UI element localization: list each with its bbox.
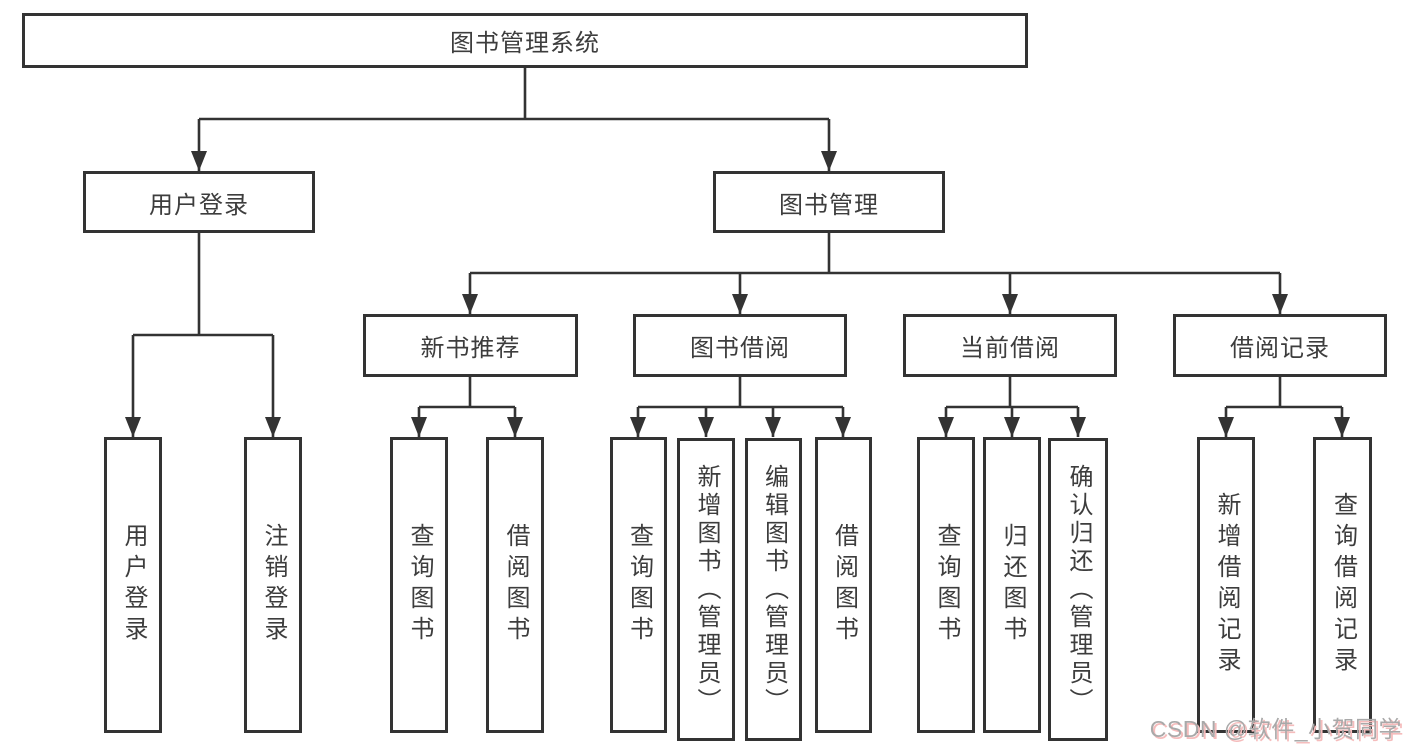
arrowhead-icon <box>821 151 837 171</box>
leaf-query-books-1: 查询图书 <box>390 437 448 733</box>
leaf-user-login-label: 用户登录 <box>120 523 147 647</box>
leaf-query-books-1-label: 查询图书 <box>406 523 433 647</box>
arrowhead-icon <box>765 417 781 437</box>
arrowhead-icon <box>1334 417 1350 437</box>
arrowhead-icons <box>125 151 1350 437</box>
arrowhead-icon <box>462 294 478 314</box>
leaf-query-books-3: 查询图书 <box>917 437 975 733</box>
node-borrowing-records-label: 借阅记录 <box>1230 335 1330 362</box>
node-borrowing-records: 借阅记录 <box>1173 314 1387 377</box>
node-library-system-label: 图书管理系统 <box>450 30 600 57</box>
arrowhead-icon <box>1004 417 1020 437</box>
arrowhead-icon <box>125 417 141 437</box>
arrowhead-icon <box>835 417 851 437</box>
arrowhead-icon <box>1272 294 1288 314</box>
arrowhead-icon <box>630 417 646 437</box>
node-current-borrowing: 当前借阅 <box>903 314 1117 377</box>
leaf-confirm-return-admin: 确认归还（管理员） <box>1048 438 1108 741</box>
leaf-edit-book-admin-label: 编辑图书（管理员） <box>760 463 788 716</box>
node-book-management-label: 图书管理 <box>779 191 879 219</box>
arrowhead-icon <box>1218 417 1234 437</box>
leaf-borrow-books-1-label: 借阅图书 <box>502 523 529 647</box>
leaf-add-borrow-record: 新增借阅记录 <box>1197 437 1255 733</box>
leaf-borrow-books-2: 借阅图书 <box>815 437 872 733</box>
leaf-borrow-books-1: 借阅图书 <box>486 437 544 733</box>
arrowhead-icon <box>191 151 207 171</box>
node-book-management: 图书管理 <box>713 171 945 233</box>
arrowhead-icon <box>732 294 748 314</box>
leaf-return-books: 归还图书 <box>983 437 1041 733</box>
watermark: CSDN @软件_小贺同学 <box>1149 716 1402 742</box>
leaf-add-borrow-record-label: 新增借阅记录 <box>1213 492 1240 678</box>
leaf-add-book-admin-label: 新增图书（管理员） <box>693 463 720 716</box>
leaf-edit-book-admin: 编辑图书（管理员） <box>745 438 802 741</box>
leaf-query-borrow-record: 查询借阅记录 <box>1313 437 1372 733</box>
node-library-system: 图书管理系统 <box>22 13 1028 68</box>
connector-lines <box>131 68 1344 437</box>
leaf-confirm-return-admin-label: 确认归还（管理员） <box>1065 463 1092 716</box>
node-new-book-recommendation: 新书推荐 <box>363 314 578 377</box>
arrowhead-icon <box>265 417 281 437</box>
node-user-login-label: 用户登录 <box>149 191 249 219</box>
leaf-query-books-3-label: 查询图书 <box>933 523 960 647</box>
leaf-add-book-admin: 新增图书（管理员） <box>677 438 735 741</box>
arrowhead-icon <box>1070 417 1086 437</box>
arrowhead-icon <box>1002 294 1018 314</box>
leaf-user-login: 用户登录 <box>104 437 162 733</box>
leaf-logout-label: 注销登录 <box>260 523 287 647</box>
arrowhead-icon <box>411 417 427 437</box>
node-new-book-recommendation-label: 新书推荐 <box>420 335 521 362</box>
leaf-query-borrow-record-label: 查询借阅记录 <box>1329 492 1357 678</box>
arrowhead-icon <box>938 417 954 437</box>
node-current-borrowing-label: 当前借阅 <box>960 335 1060 362</box>
leaf-query-books-2-label: 查询图书 <box>625 523 653 647</box>
arrowhead-icon <box>698 417 714 437</box>
node-book-borrowing: 图书借阅 <box>633 314 847 377</box>
node-user-login: 用户登录 <box>83 171 315 233</box>
leaf-query-books-2: 查询图书 <box>610 437 667 733</box>
leaf-return-books-label: 归还图书 <box>999 523 1026 647</box>
arrowhead-icon <box>507 417 523 437</box>
node-book-borrowing-label: 图书借阅 <box>690 335 790 362</box>
leaf-logout: 注销登录 <box>244 437 302 733</box>
leaf-borrow-books-2-label: 借阅图书 <box>830 523 858 647</box>
